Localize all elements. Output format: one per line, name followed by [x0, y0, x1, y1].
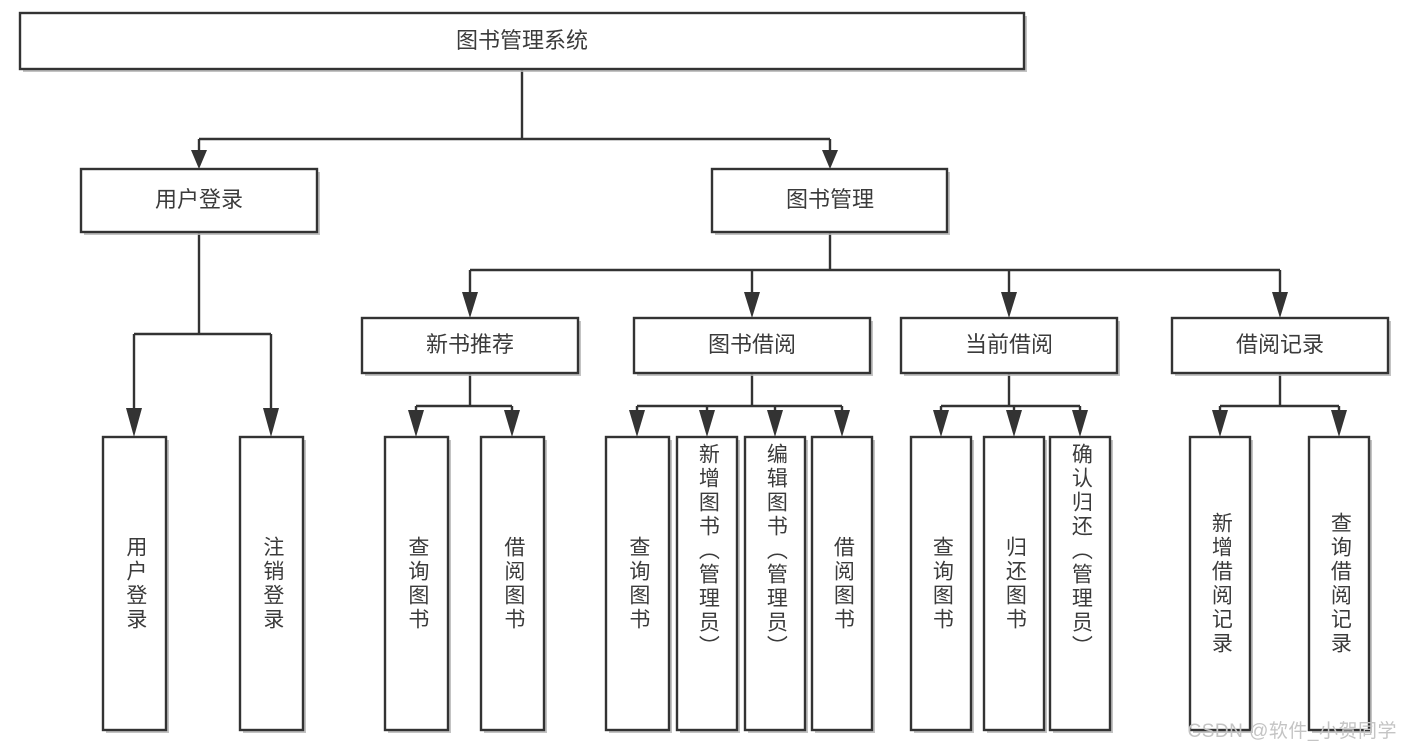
node-borrow-record-label: 借阅记录 — [1236, 332, 1324, 357]
node-new-book-recommend-label: 新书推荐 — [426, 332, 514, 357]
arrowhead-user-login — [191, 150, 207, 169]
node-book-borrow-label: 图书借阅 — [708, 332, 796, 357]
arrowhead-leaf-return-book — [1006, 410, 1022, 437]
node-book-manage-label: 图书管理 — [786, 187, 874, 212]
leaf-query-book-1-box[interactable] — [383, 435, 450, 732]
leaf-query-record-box[interactable] — [1307, 435, 1371, 732]
leaf-box-layer — [101, 435, 1372, 733]
node-borrow-record[interactable]: 借阅记录 — [1170, 316, 1391, 376]
arrowhead-leaf-add-book — [699, 410, 715, 437]
node-new-book-recommend[interactable]: 新书推荐 — [360, 316, 581, 376]
arrowhead-borrow-record — [1272, 292, 1288, 318]
arrowhead-leaf-query-book-1 — [408, 410, 424, 437]
arrowhead-book-manage — [822, 150, 838, 169]
node-book-manage-box[interactable] — [710, 167, 949, 234]
arrowhead-book-borrow — [744, 292, 760, 318]
node-root-label: 图书管理系统 — [456, 28, 588, 53]
arrowhead-leaf-edit-book — [767, 410, 783, 437]
arrowhead-leaf-user-login — [126, 408, 142, 437]
node-current-borrow-label: 当前借阅 — [965, 332, 1053, 357]
arrowhead-leaf-logout-login — [263, 408, 279, 437]
node-root-box[interactable] — [18, 11, 1026, 71]
arrowhead-leaf-query-book-3 — [933, 410, 949, 437]
node-book-borrow[interactable]: 图书借阅 — [632, 316, 873, 376]
node-current-borrow[interactable]: 当前借阅 — [899, 316, 1120, 376]
leaf-add-record-box[interactable] — [1188, 435, 1252, 732]
arrowhead-leaf-borrow-book-2 — [834, 410, 850, 437]
node-borrow-record-box[interactable] — [1170, 316, 1390, 375]
arrowhead-current-borrow — [1001, 292, 1017, 318]
leaf-add-book-box[interactable] — [675, 435, 739, 732]
leaf-borrow-book-2-box[interactable] — [810, 435, 874, 732]
node-book-borrow-box[interactable] — [632, 316, 872, 375]
node-user-login-box[interactable] — [79, 167, 319, 234]
arrowhead-leaf-add-record — [1212, 410, 1228, 437]
arrowhead-leaf-borrow-book-1 — [504, 410, 520, 437]
arrowhead-leaf-query-record — [1331, 410, 1347, 437]
leaf-query-book-2-box[interactable] — [604, 435, 671, 732]
node-user-login-label: 用户登录 — [155, 187, 243, 212]
leaf-borrow-book-1-box[interactable] — [479, 435, 546, 732]
leaf-query-book-3-box[interactable] — [909, 435, 973, 732]
node-user-login[interactable]: 用户登录 — [79, 167, 320, 235]
leaf-user-login-box[interactable] — [101, 435, 168, 732]
leaf-confirm-return-box[interactable] — [1048, 435, 1112, 732]
leaf-logout-login-box[interactable] — [238, 435, 305, 732]
leaf-edit-book-box[interactable] — [743, 435, 807, 732]
arrowhead-leaf-confirm-return — [1072, 410, 1088, 437]
node-book-manage[interactable]: 图书管理 — [710, 167, 950, 235]
connector-layer — [126, 69, 1347, 437]
node-layer: 图书管理系统 用户登录 图书管理 新书推荐 — [18, 11, 1391, 733]
leaf-return-book-box[interactable] — [982, 435, 1046, 732]
arrowhead-new-book-recommend — [462, 292, 478, 318]
node-root[interactable]: 图书管理系统 — [18, 11, 1027, 72]
node-current-borrow-box[interactable] — [899, 316, 1119, 375]
node-new-book-recommend-box[interactable] — [360, 316, 580, 375]
arrowhead-leaf-query-book-2 — [629, 410, 645, 437]
